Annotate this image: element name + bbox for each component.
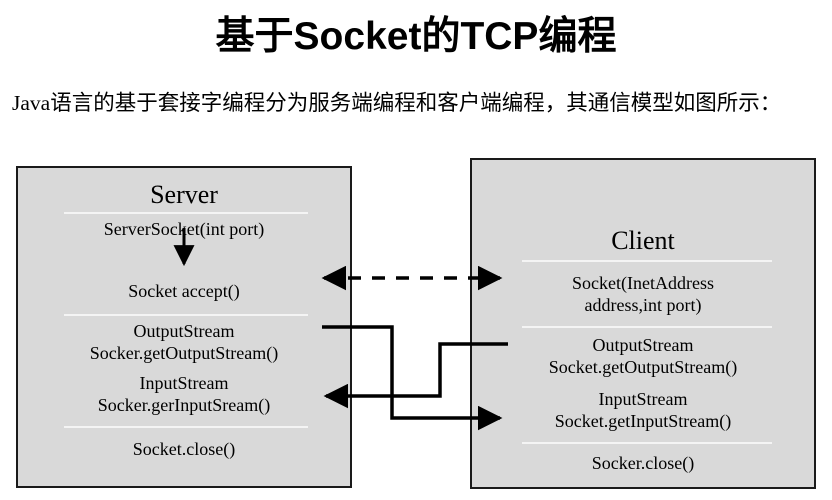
client-heading: Client: [611, 226, 675, 255]
page-title: 基于Socket的TCP编程: [215, 15, 617, 58]
server-row-inputstream: InputStream Socker.gerInputSream(): [97, 373, 271, 415]
client-divider-3: [522, 442, 772, 444]
server-divider-3: [64, 426, 308, 428]
client-row-inputstream: InputStream Socket.getInputStream(): [554, 389, 732, 431]
client-panel: Client Socket(InetAddress address,int po…: [470, 158, 816, 489]
server-heading: Server: [150, 180, 218, 209]
server-row-accept: Socket accept(): [128, 281, 240, 301]
client-row-outputstream: OutputStream Socket.getOutputStream(): [548, 335, 738, 377]
client-divider-1: [522, 260, 772, 262]
server-divider-2: [64, 314, 308, 316]
server-divider-1: [64, 212, 308, 214]
client-divider-2: [522, 326, 772, 328]
client-row-close: Socker.close(): [591, 453, 695, 473]
server-panel: Server ServerSocket(int port) Socket acc…: [16, 166, 352, 488]
server-row-close: Socket.close(): [132, 439, 236, 459]
server-row-outputstream: OutputStream Socker.getOutputStream(): [89, 321, 279, 363]
client-row-socket-ctor: Socket(InetAddress address,int port): [572, 273, 714, 315]
intro-paragraph: Java语言的基于套接字编程分为服务端编程和客户端编程，其通信模型如图所示：: [12, 91, 782, 115]
server-row-serversocket: ServerSocket(int port): [103, 219, 265, 239]
